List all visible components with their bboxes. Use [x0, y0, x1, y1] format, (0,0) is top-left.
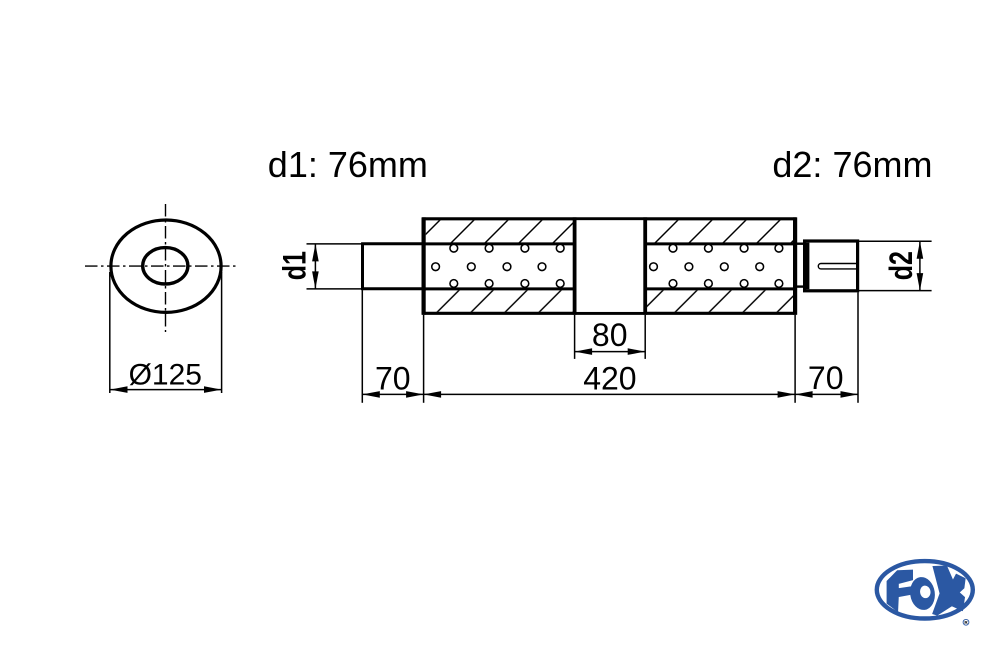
svg-text:70: 70: [808, 360, 844, 396]
svg-text:d1: d1: [278, 251, 314, 280]
svg-text:80: 80: [592, 317, 628, 353]
svg-text:d2: d2: [884, 251, 920, 280]
svg-text:70: 70: [375, 360, 411, 396]
svg-text:420: 420: [583, 360, 636, 396]
svg-text:R: R: [964, 620, 968, 625]
svg-text:Ø125: Ø125: [129, 359, 202, 392]
svg-text:d2: 76mm: d2: 76mm: [772, 144, 932, 185]
svg-text:d1: 76mm: d1: 76mm: [268, 144, 428, 185]
